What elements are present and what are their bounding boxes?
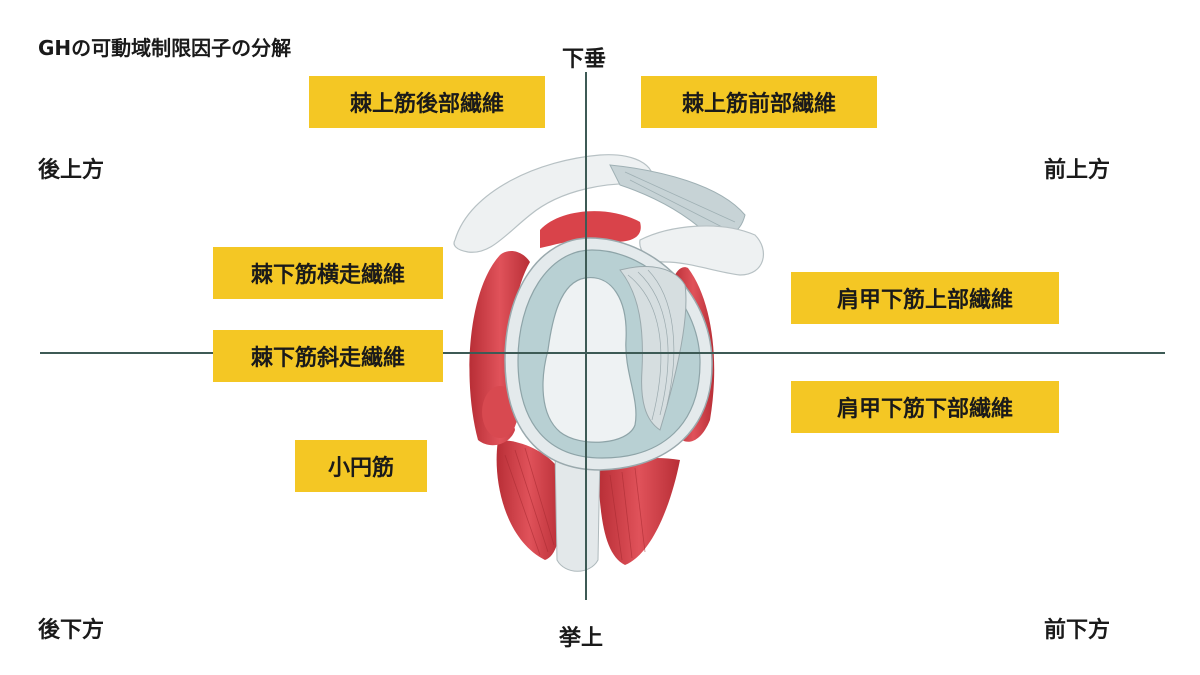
scapula-neck bbox=[554, 449, 601, 572]
label-supraspinatus-posterior: 棘上筋後部繊維 bbox=[309, 76, 545, 128]
label-infraspinatus-transverse: 棘下筋横走繊維 bbox=[213, 247, 443, 299]
direction-bottom-left: 後下方 bbox=[38, 618, 105, 643]
diagram-title: GHの可動域制限因子の分解 bbox=[38, 36, 292, 60]
direction-bottom-right: 前下方 bbox=[1044, 618, 1111, 643]
teres-minor-muscle bbox=[496, 440, 562, 560]
label-infraspinatus-oblique: 棘下筋斜走繊維 bbox=[213, 330, 443, 382]
direction-bottom: 挙上 bbox=[559, 626, 604, 651]
label-teres-minor: 小円筋 bbox=[295, 440, 427, 492]
label-subscapularis-upper: 肩甲下筋上部繊維 bbox=[791, 272, 1059, 324]
direction-top-left: 後上方 bbox=[38, 158, 105, 183]
direction-top: 下垂 bbox=[562, 47, 607, 72]
label-supraspinatus-anterior: 棘上筋前部繊維 bbox=[641, 76, 877, 128]
label-subscapularis-lower: 肩甲下筋下部繊維 bbox=[791, 381, 1059, 433]
direction-top-right: 前上方 bbox=[1044, 158, 1111, 183]
glenohumeral-ligament bbox=[619, 266, 687, 431]
supraspinatus-muscle bbox=[540, 211, 641, 248]
subscapularis-lower-muscle bbox=[598, 458, 680, 565]
articular-cartilage bbox=[542, 277, 637, 443]
